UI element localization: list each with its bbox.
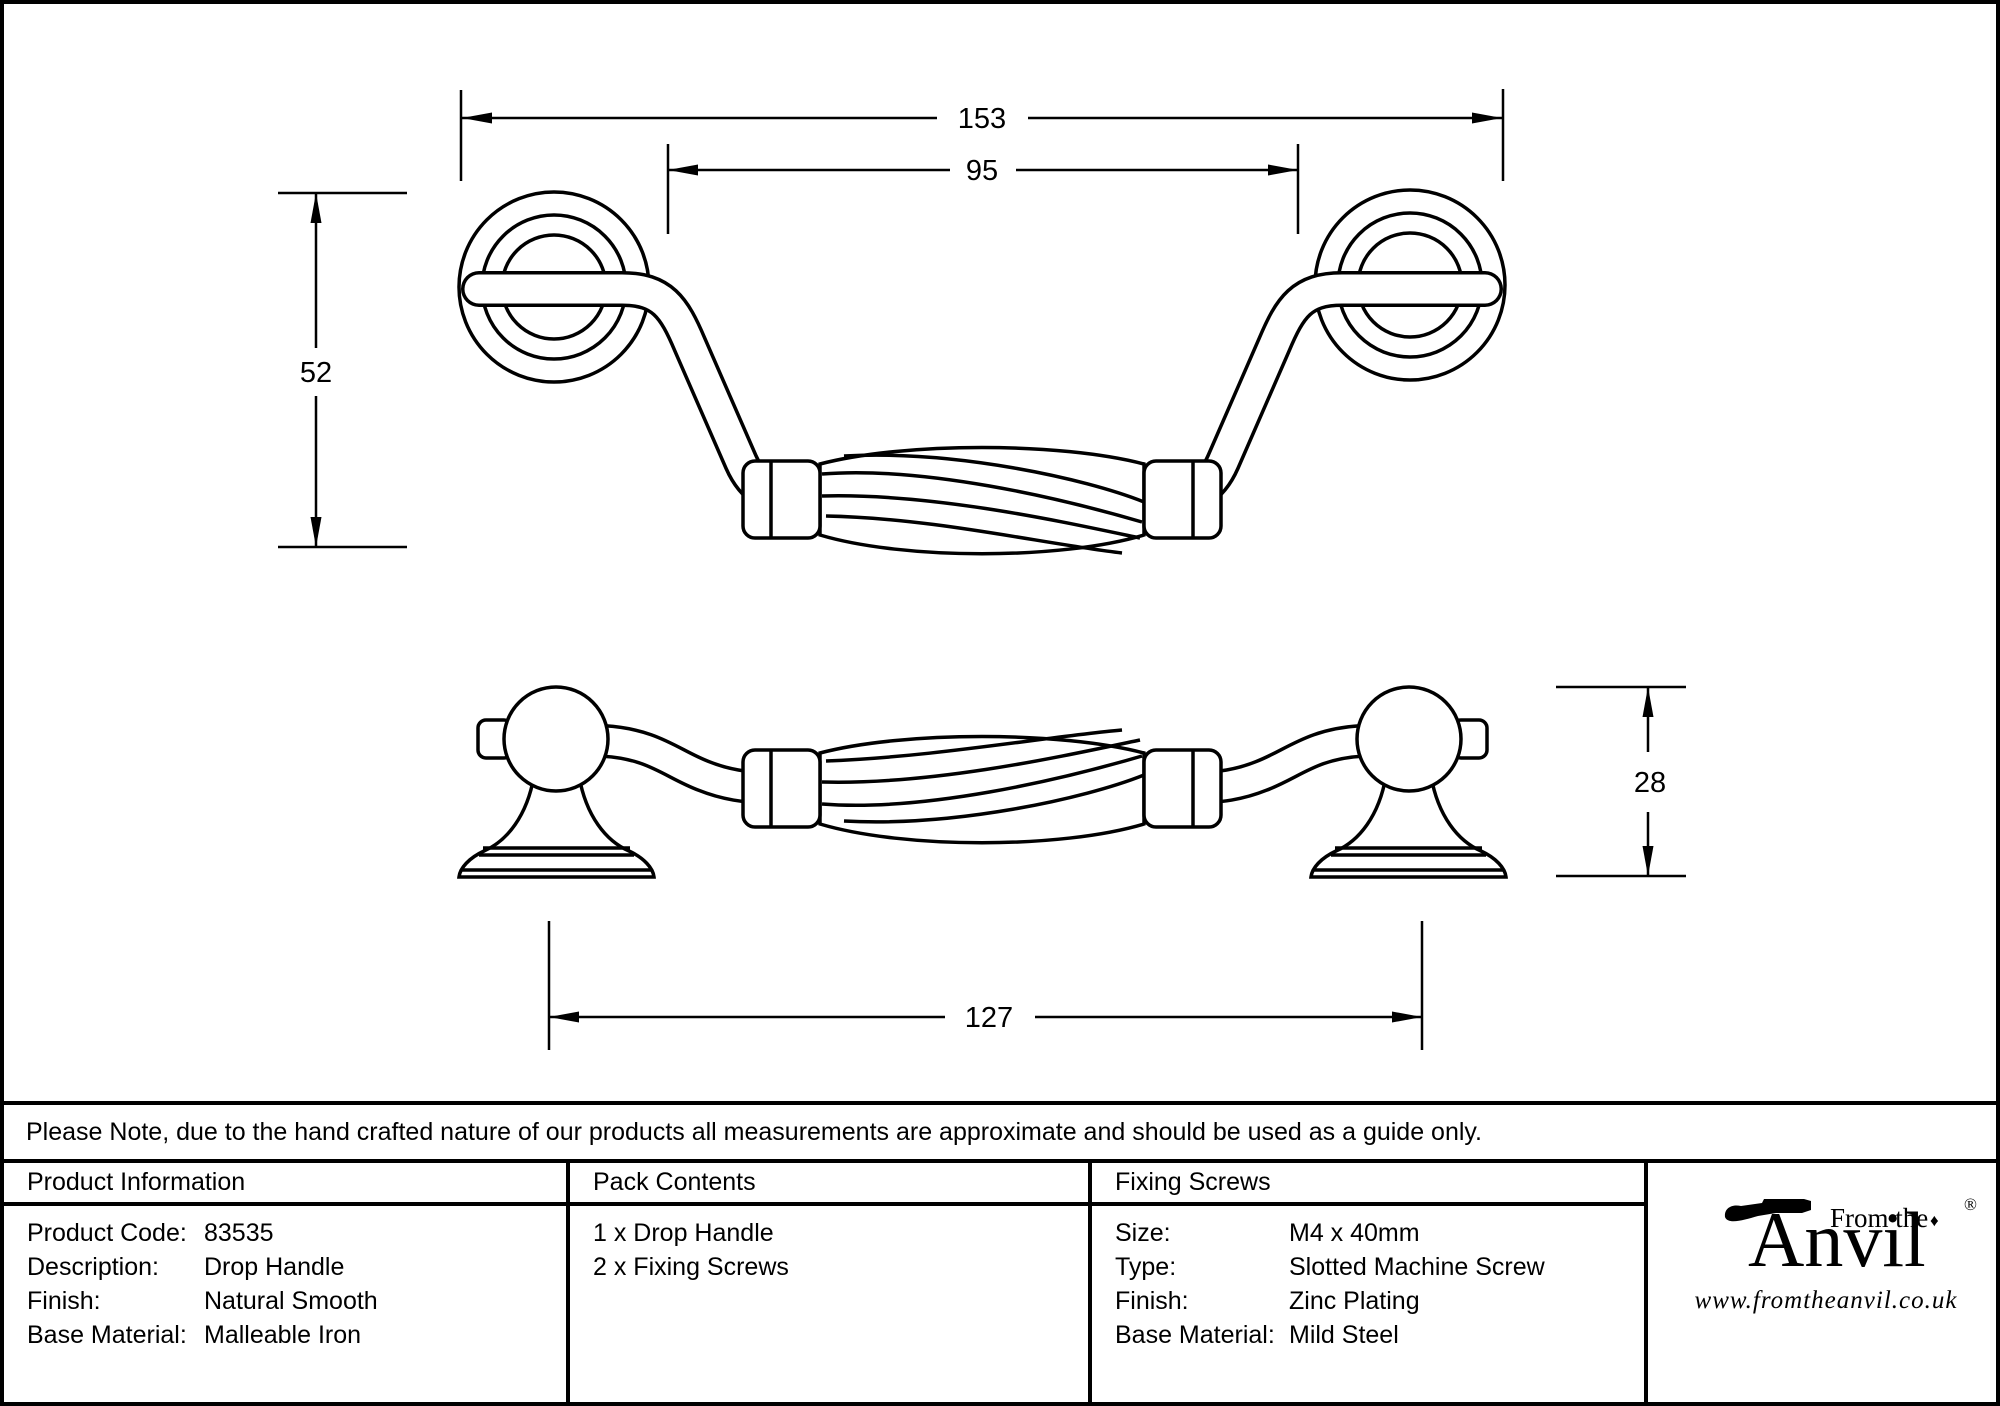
right-pedestal [1309, 774, 1508, 879]
row-value: 83535 [204, 1219, 274, 1247]
row-value: Natural Smooth [204, 1287, 378, 1315]
side-view [457, 685, 1508, 879]
left-ball-finial [502, 685, 610, 793]
row-value: M4 x 40mm [1289, 1219, 1420, 1247]
front-view [457, 188, 1507, 556]
table-row: Finish: Zinc Plating [1115, 1284, 1644, 1318]
dim-label-127: 127 [965, 1002, 1013, 1034]
measurement-note-row: Please Note, due to the hand crafted nat… [4, 1101, 1996, 1163]
list-item: 1 x Drop Handle [593, 1219, 774, 1247]
fixing-screws-column: Fixing Screws Size: M4 x 40mm Type: Slot… [1092, 1163, 1648, 1402]
table-row: Type: Slotted Machine Screw [1115, 1250, 1644, 1284]
dim-label-28: 28 [1634, 767, 1666, 799]
dimension-95 [666, 144, 1300, 234]
dimensions [278, 89, 1686, 1050]
left-pedestal [457, 774, 656, 879]
table-row: Description: Drop Handle [27, 1250, 566, 1284]
product-information-header: Product Information [4, 1163, 566, 1206]
dimension-127 [547, 921, 1424, 1050]
row-value: Malleable Iron [204, 1321, 362, 1349]
registered-trademark-icon: ® [1964, 1194, 1977, 1214]
diamond-icon: ♦ [1930, 1210, 1939, 1230]
title-block: Product Information Product Code: 83535 … [4, 1163, 1996, 1402]
dim-label-153: 153 [958, 103, 1006, 135]
row-value: Zinc Plating [1289, 1287, 1420, 1315]
brand-logo-cell: Anvil From the ♦ ® www.fromtheanvil.co.u… [1648, 1163, 1996, 1402]
grip-side [741, 728, 1223, 845]
row-value: Drop Handle [204, 1253, 345, 1281]
row-label: Size: [1115, 1219, 1171, 1247]
row-label: Finish: [1115, 1287, 1189, 1315]
logo-url: www.fromtheanvil.co.uk [1694, 1286, 1958, 1314]
fixing-screws-header: Fixing Screws [1092, 1163, 1644, 1206]
anvil-icon [1724, 1198, 1811, 1221]
dim-label-52: 52 [300, 357, 332, 389]
row-label: Type: [1115, 1253, 1177, 1281]
dimension-153 [459, 89, 1505, 181]
row-value: Slotted Machine Screw [1289, 1253, 1545, 1281]
dim-label-95: 95 [966, 155, 998, 187]
row-label: Base Material: [1115, 1321, 1275, 1349]
table-row: Size: M4 x 40mm [1115, 1216, 1644, 1250]
logo-top-text: From the [1830, 1202, 1929, 1233]
dimension-52 [278, 191, 407, 549]
row-label: Finish: [27, 1287, 101, 1315]
pack-contents-column: Pack Contents 1 x Drop Handle 2 x Fixing… [570, 1163, 1092, 1402]
list-item: 2 x Fixing Screws [593, 1253, 789, 1281]
table-row: Base Material: Malleable Iron [27, 1318, 566, 1352]
dimension-28 [1556, 685, 1686, 878]
pack-contents-header: Pack Contents [570, 1163, 1088, 1206]
brand-wordmark: Anvil [1748, 1200, 1926, 1279]
grip-front [741, 445, 1223, 556]
right-ball-finial [1355, 685, 1463, 793]
brand-tail: nvil [1804, 1195, 1926, 1283]
table-row: Base Material: Mild Steel [1115, 1318, 1644, 1352]
row-label: Product Code: [27, 1219, 187, 1247]
measurement-note-text: Please Note, due to the hand crafted nat… [26, 1117, 1483, 1146]
product-information-column: Product Information Product Code: 83535 … [4, 1163, 570, 1402]
technical-drawing: 153 95 52 28 127 [278, 89, 1686, 1050]
row-value: Mild Steel [1289, 1321, 1399, 1349]
table-row: Finish: Natural Smooth [27, 1284, 566, 1318]
from-the-anvil-logo: Anvil From the ♦ ® www.fromtheanvil.co.u… [1672, 1195, 1977, 1371]
row-label: Description: [27, 1253, 159, 1281]
row-label: Base Material: [27, 1321, 187, 1349]
table-row: Product Code: 83535 [27, 1216, 566, 1250]
